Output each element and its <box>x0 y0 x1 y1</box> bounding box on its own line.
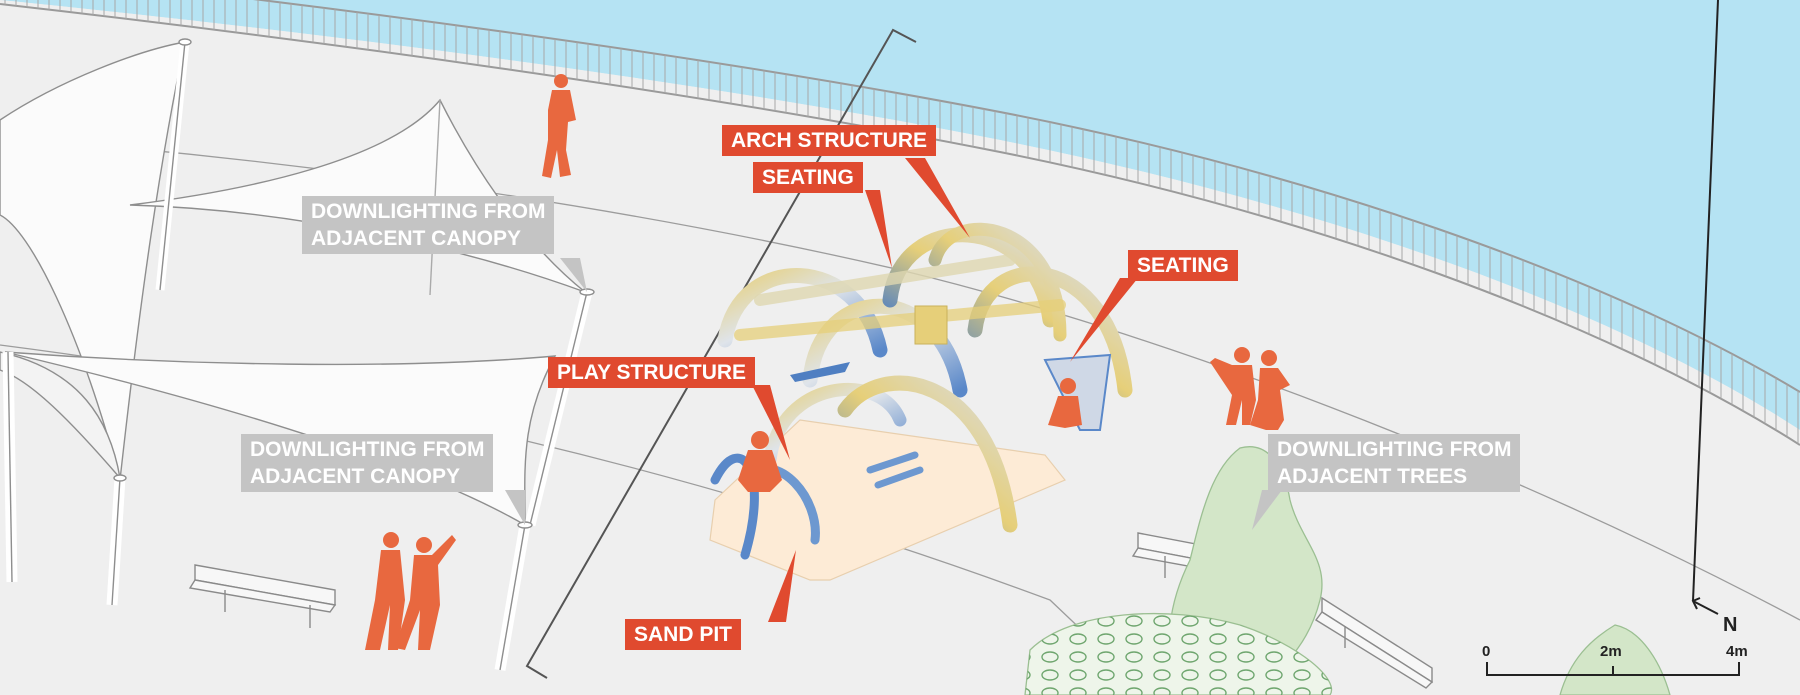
label-line: DOWNLIGHTING FROM <box>250 438 485 461</box>
scale-tick-2m: 2m <box>1600 643 1622 660</box>
label-line: ADJACENT TREES <box>1277 465 1468 488</box>
tree-icon <box>1024 446 1671 695</box>
callout-pointers <box>505 158 1282 622</box>
scale-tick-4m: 4m <box>1726 643 1748 660</box>
north-arrow-icon <box>1691 0 1719 615</box>
label-seating-right: SEATING <box>1128 250 1238 281</box>
label-line: ADJACENT CANOPY <box>250 465 461 488</box>
label-arch-structure: ARCH STRUCTURE <box>722 125 936 156</box>
sand-pit <box>709 419 1066 581</box>
label-sand-pit: SAND PIT <box>625 619 742 650</box>
label-seating-top: SEATING <box>753 162 863 193</box>
person-icon <box>365 74 1290 650</box>
label-line: ADJACENT CANOPY <box>311 227 522 250</box>
arch-structure <box>710 222 1133 560</box>
label-play-structure: PLAY STRUCTURE <box>548 357 756 388</box>
label-downlighting-trees: DOWNLIGHTING FROM ADJACENT TREES <box>1268 434 1521 492</box>
label-line: DOWNLIGHTING FROM <box>1277 438 1512 461</box>
north-label: N <box>1723 614 1738 636</box>
section-line <box>525 28 917 679</box>
scale-bar <box>1486 662 1740 676</box>
label-downlighting-canopy-upper: DOWNLIGHTING FROM ADJACENT CANOPY <box>302 196 555 254</box>
scale-tick-0: 0 <box>1482 643 1491 660</box>
railing <box>0 0 1800 446</box>
label-downlighting-canopy-lower: DOWNLIGHTING FROM ADJACENT CANOPY <box>241 434 494 492</box>
water <box>0 0 1800 430</box>
label-line: DOWNLIGHTING FROM <box>311 200 546 223</box>
